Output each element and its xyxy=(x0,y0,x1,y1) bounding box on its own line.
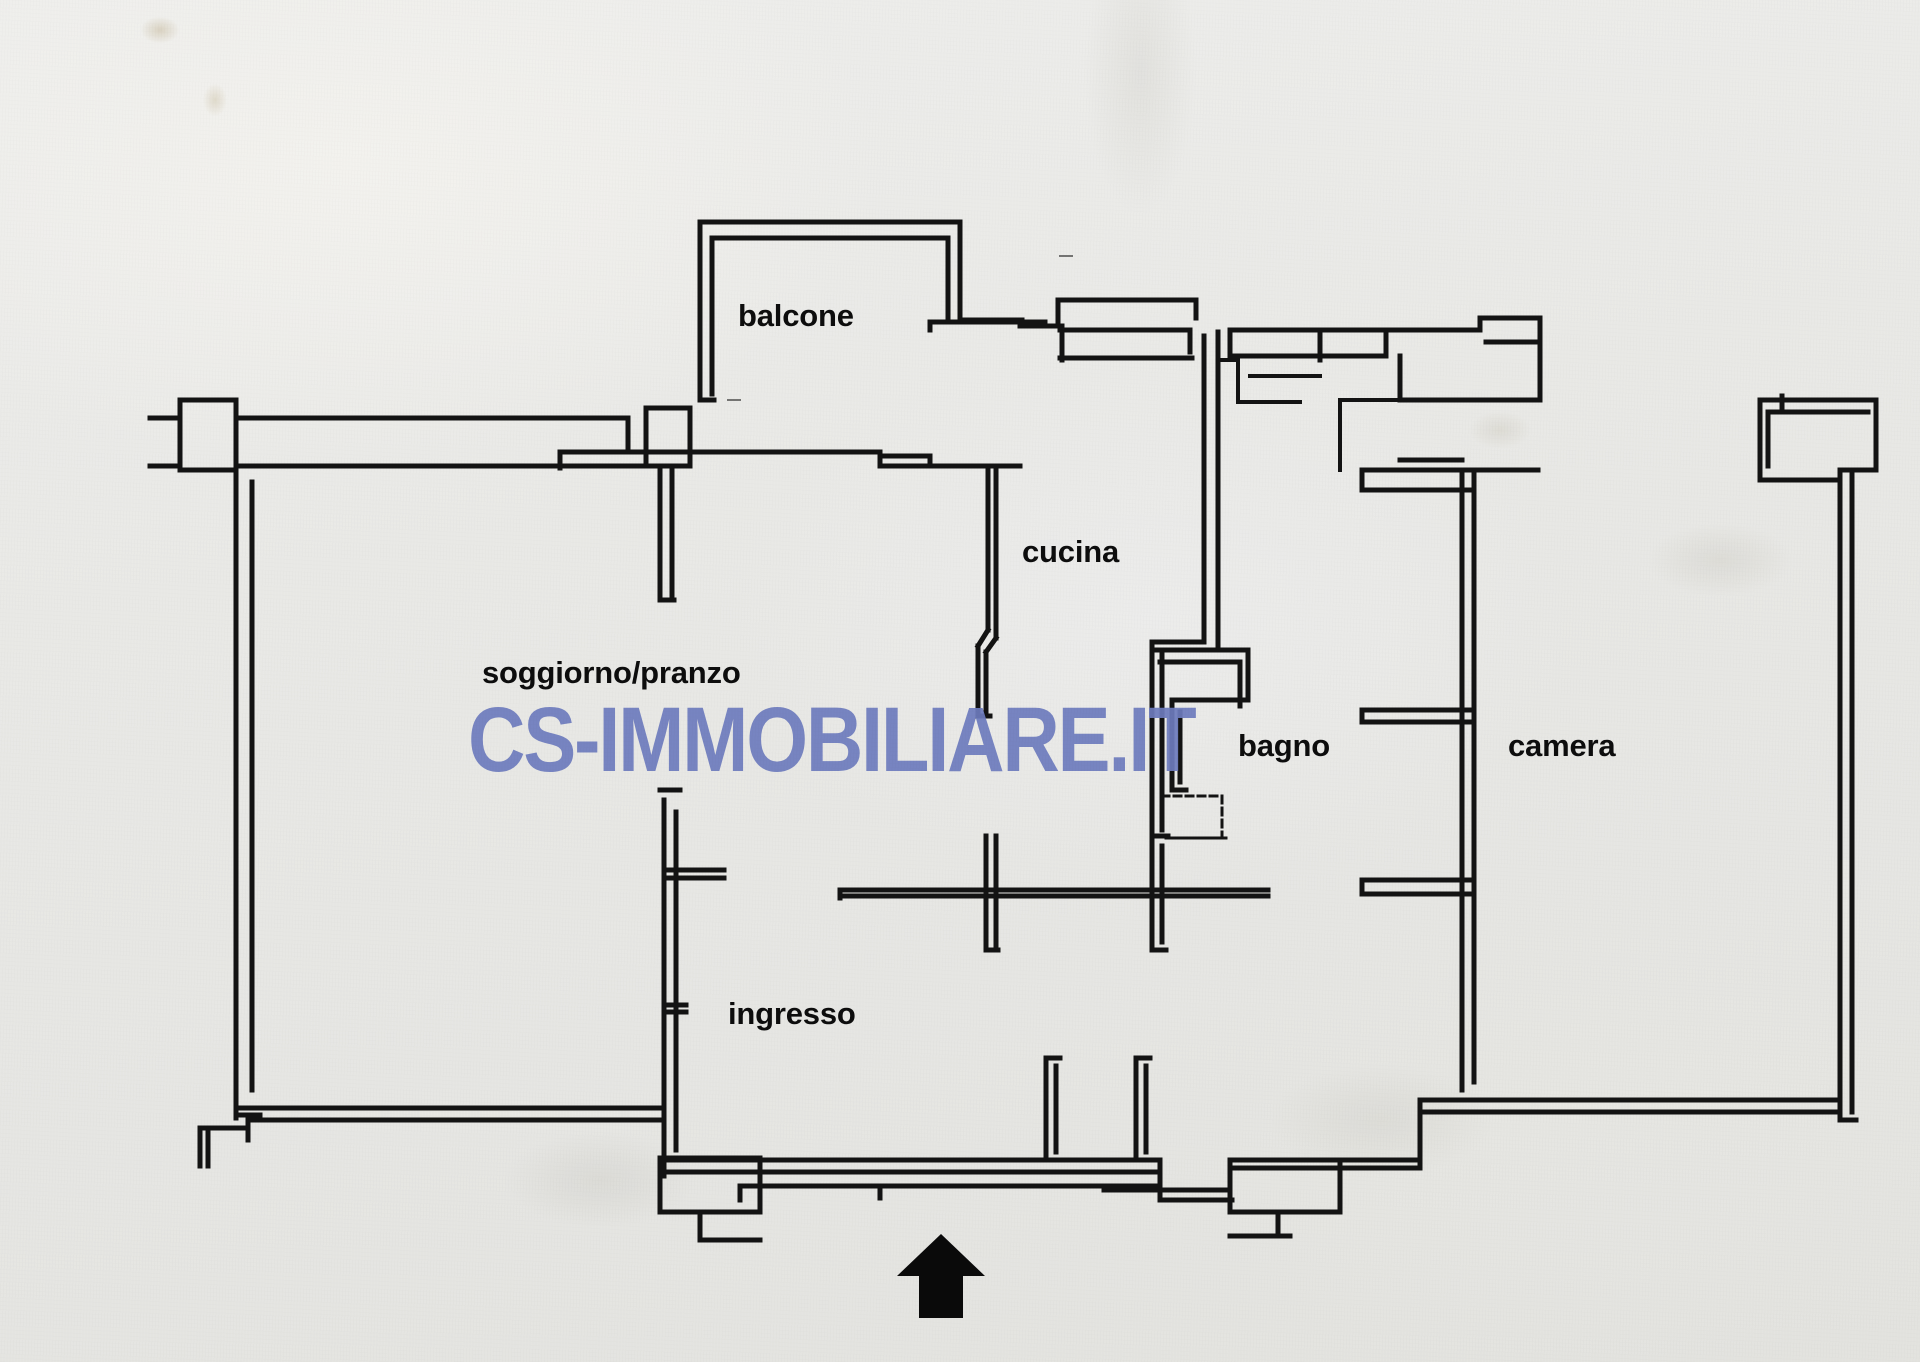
room-label-balcone: balcone xyxy=(738,298,854,333)
lower-outer-walls xyxy=(197,1055,1423,1243)
balcone-walls xyxy=(697,219,963,403)
corridor-partitions xyxy=(657,787,1271,1163)
room-label-ingresso: ingresso xyxy=(728,996,856,1031)
room-label-cucina: cucina xyxy=(1022,534,1120,569)
watermark-cs-immobiliare: CS-IMMOBILIARE.IT xyxy=(468,687,1197,792)
entrance-arrow-icon xyxy=(897,1234,985,1318)
bagno-walls xyxy=(1149,647,1251,840)
scan-artefacts xyxy=(727,255,1073,401)
central-partitions xyxy=(643,329,1221,839)
room-label-bagno: bagno xyxy=(1238,728,1330,763)
left-outer-walls xyxy=(147,397,1023,1118)
camera-walls xyxy=(1359,393,1879,1123)
room-label-soggiorno-pranzo: soggiorno/pranzo xyxy=(482,655,741,690)
upper-outer-walls xyxy=(927,297,1543,403)
room-label-camera: camera xyxy=(1508,728,1616,763)
upper-right-inner xyxy=(1218,358,1402,472)
